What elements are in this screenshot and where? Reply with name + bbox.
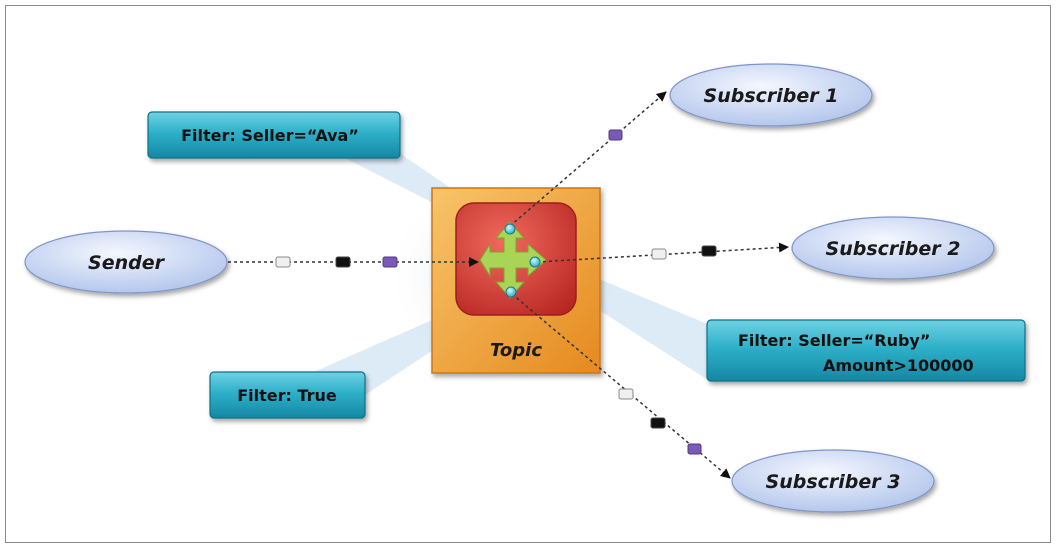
subscriber-2-ellipse (791, 216, 995, 280)
topic-label: Topic (490, 340, 542, 361)
message-purple (382, 256, 398, 268)
subscriber-3-node[interactable]: Subscriber 3 (731, 449, 935, 513)
message-white (275, 256, 291, 268)
message-purple (687, 443, 702, 455)
subscriber-2-label: Subscriber 2 (826, 238, 961, 260)
subscriber-2-node[interactable]: Subscriber 2 (791, 216, 995, 280)
filter-2-rect (706, 319, 1026, 382)
routing-arrows-icon (479, 221, 547, 299)
subscriber-1-connector (509, 91, 667, 227)
message-white (651, 248, 667, 260)
port-bead-right (529, 256, 541, 268)
port-bead-bottom (505, 286, 517, 298)
subscriber-1-node[interactable]: Subscriber 1 (669, 63, 873, 127)
filter-1-box[interactable]: Filter: Seller=“Ava” (147, 111, 401, 159)
message-black (701, 245, 717, 257)
filter-3-label: Filter: True (237, 386, 337, 405)
filter-3-box[interactable]: Filter: True (209, 371, 366, 419)
filter-2-box[interactable]: Filter: Seller=“Ruby” Amount>100000 (706, 319, 1026, 382)
filter-2-label-line2: Amount>100000 (823, 356, 974, 375)
subscriber-1-label: Subscriber 1 (704, 85, 839, 107)
filter-2-label-line1: Filter: Seller=“Ruby” (738, 331, 930, 350)
message-purple (608, 129, 623, 141)
subscriber-3-ellipse (731, 449, 935, 513)
filter-1-label: Filter: Seller=“Ava” (181, 126, 359, 145)
subscriber-3-label: Subscriber 3 (766, 471, 901, 493)
topic-node[interactable]: Topic (431, 187, 601, 374)
subscriber-1-ellipse (669, 63, 873, 127)
message-white (618, 388, 634, 400)
filter-3-rect (209, 371, 366, 419)
sender-label: Sender (88, 252, 166, 274)
message-black (650, 417, 666, 429)
message-black (335, 256, 351, 268)
filter-1-rect (147, 111, 401, 159)
sender-node[interactable]: Sender (24, 230, 228, 294)
sender-ellipse (24, 230, 228, 294)
port-bead-top (504, 223, 516, 235)
